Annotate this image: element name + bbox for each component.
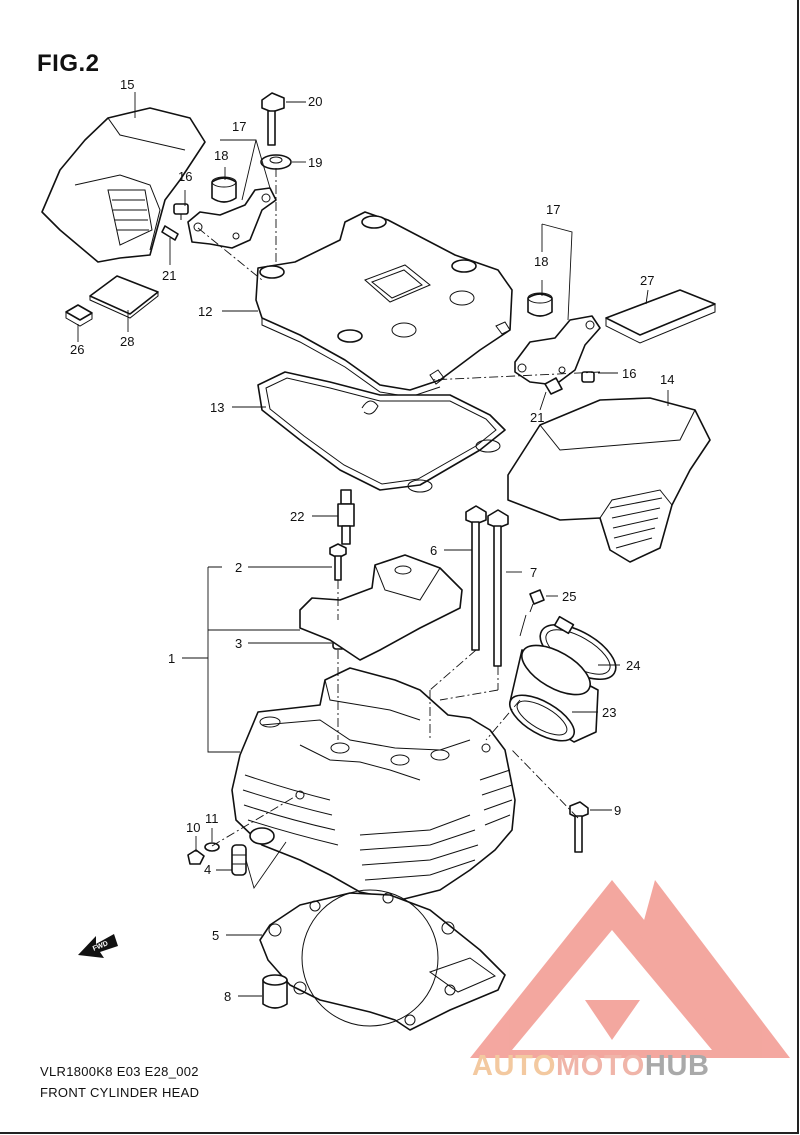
part-26-block — [65, 304, 93, 327]
part-27-pad — [605, 289, 716, 344]
callout-20: 20 — [308, 94, 322, 109]
callout-19: 19 — [308, 155, 322, 170]
callout-3: 3 — [235, 636, 242, 651]
part-17-bracket-left — [187, 187, 277, 249]
part-20-bolt — [261, 92, 285, 146]
watermark-part-hub: HUB — [644, 1050, 710, 1082]
callout-17-left: 17 — [232, 119, 246, 134]
part-17-bracket-right — [514, 315, 601, 386]
callout-9: 9 — [614, 803, 621, 818]
part-19-washer — [260, 154, 292, 170]
callout-25: 24 — [626, 658, 640, 673]
part-12-head-cover — [255, 211, 513, 398]
callout-6: 6 — [430, 543, 437, 558]
callout-16-right: 16 — [622, 366, 636, 381]
callout-2: 2 — [235, 560, 242, 575]
part-7-bolt — [487, 509, 509, 667]
callout-13: 13 — [210, 400, 224, 415]
part-9-bolt — [569, 801, 589, 853]
callout-18-left: 18 — [214, 148, 228, 163]
callout-4: 4 — [204, 862, 211, 877]
part-16-screw-left — [173, 203, 189, 220]
callout-1: 1 — [168, 651, 175, 666]
part-28-pad — [89, 275, 159, 319]
part-18-rubber-left — [211, 176, 237, 203]
part-14-cover — [507, 397, 711, 563]
callout-23: 23 — [602, 705, 616, 720]
callout-10: 10 — [186, 820, 200, 835]
leader-lines — [77, 92, 669, 997]
part-1-cap-plate — [299, 554, 463, 661]
callout-17-right: 17 — [546, 202, 560, 217]
callout-11: 11 — [205, 811, 219, 826]
part-4-fitting — [231, 844, 247, 876]
part-8-dowel — [262, 974, 288, 1009]
part-16-screw-right — [581, 371, 595, 383]
fwd-arrow-icon: FWD — [78, 934, 118, 958]
figure-title: FIG.2 — [37, 50, 100, 77]
part-18-rubber-right — [527, 292, 553, 317]
watermark-part-moto: MOTO — [556, 1050, 645, 1082]
callout-12: 12 — [198, 304, 212, 319]
watermark-logo — [470, 880, 790, 1058]
model-code: VLR1800K8 E03 E28_002 — [40, 1064, 199, 1079]
part-2-bolt — [329, 543, 347, 581]
part-5-head-gasket — [259, 889, 506, 1031]
part-13-gasket — [257, 371, 506, 493]
callout-24: 25 — [562, 589, 576, 604]
part-6-bolt — [465, 505, 487, 651]
callout-labels: 15 20 17 18 19 16 21 12 28 26 13 17 18 2… — [70, 77, 674, 1004]
part-24-screw — [529, 589, 545, 613]
part-11-washer — [204, 842, 220, 852]
watermark-part-auto: AUTO — [472, 1050, 557, 1082]
part-21-bolt-right — [544, 377, 563, 395]
part-1-cylinder-head — [231, 667, 516, 901]
part-23-intake-pipe — [509, 644, 599, 743]
callout-14: 14 — [660, 372, 674, 387]
part-10-bolt — [187, 849, 205, 865]
callout-16-left: 16 — [178, 169, 192, 184]
callout-22: 22 — [290, 509, 304, 524]
callout-28: 28 — [120, 334, 134, 349]
callout-15: 15 — [120, 77, 134, 92]
part-21-bolt-left — [161, 225, 179, 241]
callout-26: 26 — [70, 342, 84, 357]
figure-caption: FRONT CYLINDER HEAD — [40, 1085, 200, 1100]
callout-18-right: 18 — [534, 254, 548, 269]
part-15-cover — [41, 107, 206, 263]
watermark-wordmark: AUTOMOTOHUB — [472, 1050, 710, 1083]
callout-27: 27 — [640, 273, 654, 288]
callout-5: 5 — [212, 928, 219, 943]
part-22-spark-plug — [337, 489, 355, 545]
callout-7: 7 — [530, 565, 537, 580]
callout-8: 8 — [224, 989, 231, 1004]
callout-21-right: 21 — [530, 410, 544, 425]
callout-21-left: 21 — [162, 268, 176, 283]
